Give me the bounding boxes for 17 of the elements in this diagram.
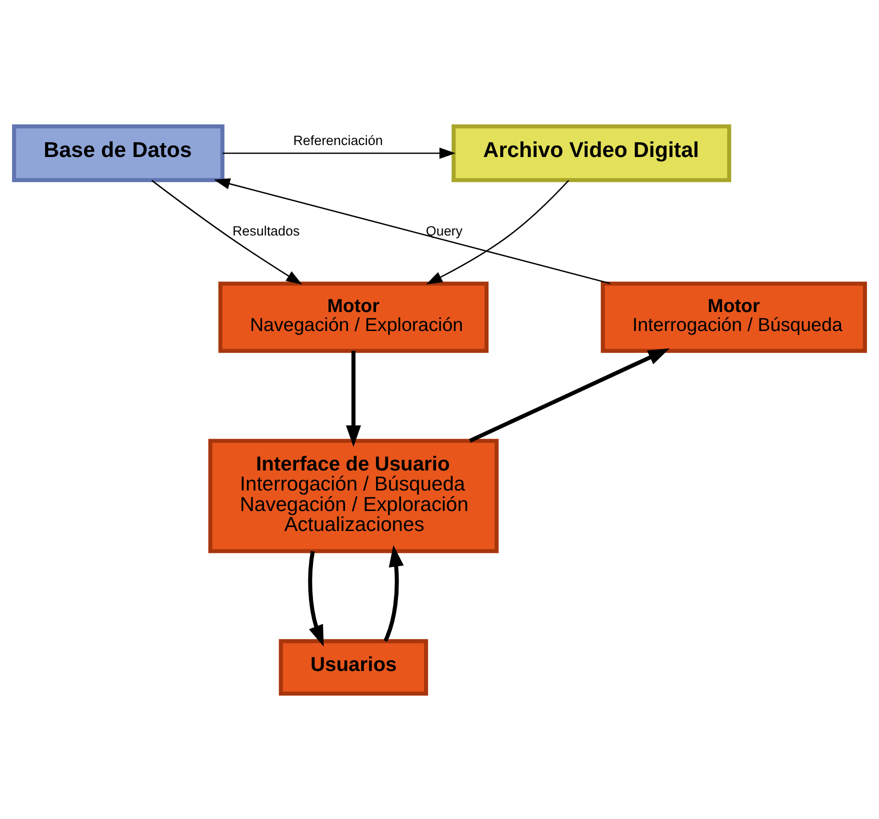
- node-box: Base de Datos: [12, 124, 224, 182]
- arrow: [469, 348, 670, 442]
- edge-label: Referenciación: [293, 132, 383, 148]
- arrow: [346, 350, 362, 446]
- edge-label: Query: [426, 222, 462, 238]
- arrow: [308, 550, 324, 646]
- node-box: Archivo Video Digital: [452, 124, 732, 182]
- node-box: Usuarios: [278, 638, 428, 696]
- edge-label: Resultados: [232, 222, 300, 238]
- arrow: [384, 544, 404, 642]
- arrow: [214, 178, 610, 284]
- arrow: [222, 147, 456, 158]
- arrow: [151, 179, 302, 284]
- node-box: Interface de Usuario Interrogación / Búsqueda Navegación / Exploración Actualizaciones: [208, 438, 499, 553]
- node-box: Motor Interrogación / Búsqueda: [600, 281, 867, 352]
- arrow: [426, 179, 570, 284]
- node-box: Motor Navegación / Exploración: [218, 281, 489, 352]
